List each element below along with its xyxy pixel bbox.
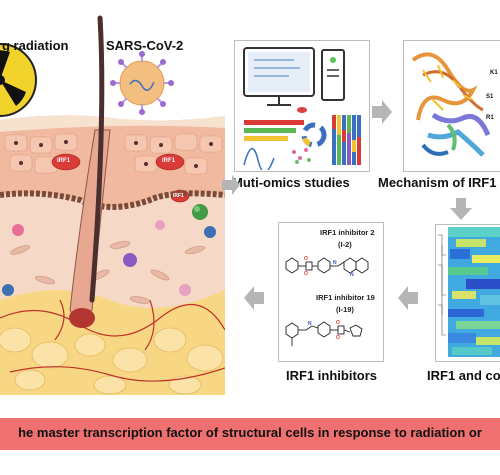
omics-graphic — [243, 47, 361, 170]
svg-text:O: O — [304, 256, 308, 262]
svg-text:N: N — [333, 260, 337, 266]
cell-irf1-label-2: IRF1 — [162, 158, 176, 164]
arrow-left-2 — [244, 286, 264, 310]
flow-arrows — [222, 100, 472, 310]
tagline-banner — [0, 418, 500, 450]
inhibitor-1-code: (I-2) — [338, 240, 352, 249]
mechanism-label: Mechanism of IRF1 — [378, 175, 497, 190]
inhibitor-2-name: IRF1 inhibitor 19 — [316, 293, 375, 302]
arrow-right-1 — [222, 175, 240, 195]
heatmap-graphic — [438, 227, 500, 357]
inhibitors-panel — [278, 222, 384, 362]
omics-label: Muti-omics studies — [232, 175, 350, 190]
cell-irf1-label-1: IRF1 — [57, 158, 71, 164]
virus-icon — [110, 51, 174, 115]
inhibitor-2-code: (I-19) — [336, 305, 354, 314]
radiation-label: g radiation — [2, 38, 69, 53]
protein-structure-graphic — [411, 52, 491, 157]
svg-text:N: N — [308, 321, 312, 327]
inhibitors-label: IRF1 inhibitors — [286, 368, 377, 383]
virus-label: SARS-CoV-2 — [106, 38, 184, 53]
protein-residue-label-2: S1 — [486, 94, 494, 100]
mechanism-panel — [403, 40, 500, 172]
protein-residue-label-3: R1 — [486, 115, 494, 121]
protein-residue-label-1: K1 — [490, 70, 498, 76]
arrow-down — [450, 198, 472, 220]
radiation-hazard-icon — [0, 43, 37, 117]
irf1-and-label: IRF1 and co — [427, 368, 500, 383]
inhibitor-structures-graphic: O O O O N N N — [285, 256, 369, 346]
arrow-left-1 — [398, 286, 418, 310]
arrow-right-2 — [372, 100, 392, 124]
inhibitor-1-name: IRF1 inhibitor 2 — [320, 228, 375, 237]
svg-text:O: O — [336, 335, 340, 341]
tagline-text: he master transcription factor of struct… — [18, 425, 482, 440]
svg-text:N: N — [350, 272, 354, 278]
skin-illustration — [0, 15, 225, 395]
svg-text:O: O — [304, 271, 308, 277]
cell-irf1-label-3: IRF1 — [173, 193, 184, 199]
svg-text:O: O — [336, 320, 340, 326]
